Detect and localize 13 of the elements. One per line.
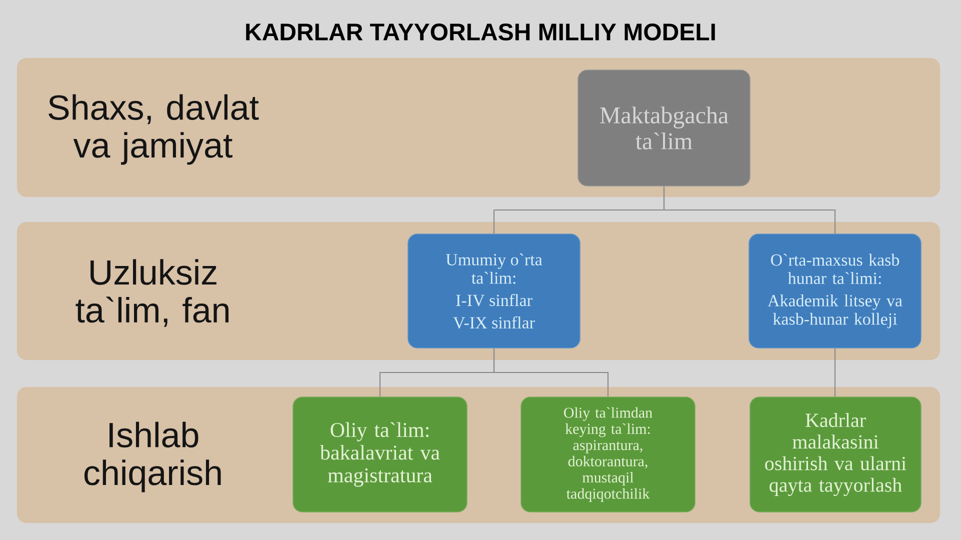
process-box: Kadrlar malakasini oshirish va ularni qayta tayyorlash xyxy=(750,396,922,512)
band-label: Uzluksiz ta`lim, fan xyxy=(76,259,228,327)
band-label: Ishlab chiqarish xyxy=(84,422,221,492)
connector-line xyxy=(663,186,836,234)
process-box: Maktabgacha ta`lim xyxy=(578,70,750,186)
process-box: Oliy ta`lim: bakalavriat va magistratura xyxy=(292,396,468,512)
process-box: O`rta-maxsus kasb hunar ta`limi: Akademik litsey va kasb-hunar kolleji xyxy=(748,234,922,348)
connector-line xyxy=(834,348,836,397)
process-box: Oliy ta`limdan keying ta`lim: aspirantura, doktorantura, mustaqil tadqiqotchilik xyxy=(520,396,696,512)
band-label: Shaxs, davlat va jamiyat xyxy=(48,94,259,165)
title: KADRLAR TAYYORLASH MILLIY MODELI xyxy=(246,24,715,40)
process-box: Umumiy o`rta ta`lim: I-IV sinflar V-IX sinflar xyxy=(408,234,580,348)
connector-line xyxy=(493,348,609,397)
